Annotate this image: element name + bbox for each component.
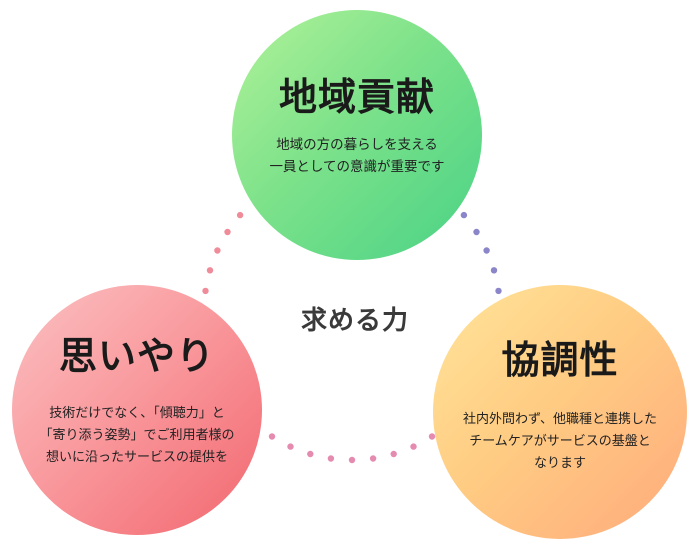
ring-dot — [214, 247, 221, 254]
desc-line: 地域の方の暮らしを支える — [276, 137, 438, 153]
ring-dot — [224, 228, 231, 236]
center-label: 求める力 — [300, 306, 409, 336]
desc-line: 「寄り添う姿勢」でご利用者様の — [39, 428, 235, 443]
ring-dot — [202, 287, 209, 295]
circle-description: 技術だけでなく、「傾聴力」と 「寄り添う姿勢」でご利用者様の 想いに沿ったサービ… — [18, 403, 256, 469]
circle-community-contribution: 地域貢献 地域の方の暮らしを支える 一員としての意識が重要です — [232, 10, 482, 260]
desc-line: 一員としての意識が重要です — [269, 159, 445, 175]
desc-line: チームケアがサービスの基盤と — [469, 434, 651, 449]
desc-line: 社内外問わず、他職種と連携した — [462, 412, 658, 427]
ring-dot — [495, 287, 502, 295]
ring-dot — [473, 228, 480, 236]
ring-dot — [307, 450, 314, 458]
ring-dot — [369, 455, 377, 462]
desc-line: 想いに沿ったサービスの提供を — [45, 450, 228, 465]
desc-line: 技術だけでなく、「傾聴力」と — [49, 406, 225, 421]
ring-dot — [348, 456, 356, 464]
ring-dot — [460, 211, 468, 219]
ring-dot — [390, 450, 397, 458]
circle-cooperation: 協調性 社内外問わず、他職種と連携した チームケアがサービスの基盤と なります — [433, 285, 687, 539]
ring-dot — [268, 433, 276, 440]
ring-dot — [327, 455, 335, 462]
ring-dot — [428, 433, 436, 440]
ring-dot — [206, 267, 214, 274]
circle-description: 地域の方の暮らしを支える 一員としての意識が重要です — [232, 134, 482, 178]
circle-title: 地域貢献 — [278, 75, 435, 119]
ring-dot — [483, 247, 490, 254]
circle-compassion: 思いやり 技術だけでなく、「傾聴力」と 「寄り添う姿勢」でご利用者様の 想いに沿… — [12, 285, 262, 535]
circle-title: 協調性 — [501, 338, 619, 382]
ring-dot — [236, 211, 244, 219]
ring-dot — [287, 443, 294, 450]
circle-description: 社内外問わず、他職種と連携した チームケアがサービスの基盤と なります — [439, 409, 681, 475]
desc-line: なります — [533, 456, 586, 471]
ring-dot — [410, 443, 417, 450]
circle-title: 思いやり — [58, 334, 215, 378]
ring-dot — [490, 267, 498, 274]
